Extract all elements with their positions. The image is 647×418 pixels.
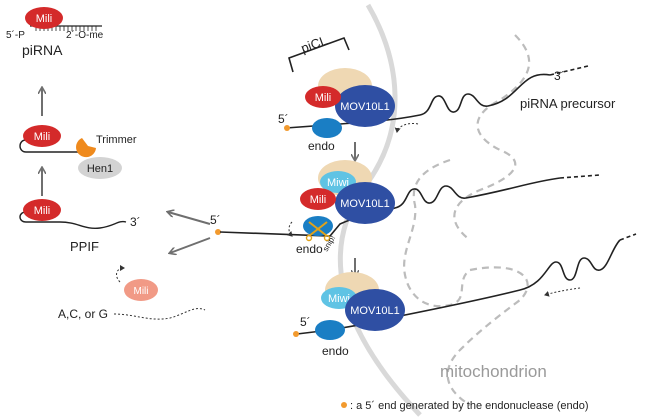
hen1-label: Hen1 (87, 163, 113, 175)
endo-label-3: endo (322, 344, 349, 358)
loading-dotted-arrow (116, 265, 125, 283)
trimmer-label: Trimmer (96, 134, 137, 146)
intermediate-strand (19, 139, 86, 153)
orange-dot-icon (341, 402, 347, 408)
orange-dot-icon (293, 331, 299, 337)
endo-protein-3 (315, 320, 345, 340)
translocation-dotted-arrow-3 (544, 287, 581, 297)
mili-protein-free (124, 279, 158, 301)
orange-dot-icon (284, 125, 290, 131)
five-prime-label-3: 5´ (300, 315, 311, 329)
precursor-strand-1 (285, 73, 551, 129)
mili-label-mid: Mili (34, 131, 51, 143)
arrow-to-ppif (168, 212, 211, 225)
picl-label: piCL (299, 33, 329, 56)
orange-dot-icon (215, 229, 221, 235)
mitochondrion-label: mitochondrion (440, 362, 547, 381)
ppif-three-prime: 3´ (130, 215, 141, 229)
mili-label-stage2: Mili (310, 194, 327, 206)
mov10l1-label-2: MOV10L1 (340, 198, 390, 210)
mov10l1-protein-1 (335, 85, 395, 127)
acg-label: A,C, or G (58, 307, 108, 321)
endo-protein-1 (312, 118, 342, 138)
mili-label-ppif: Mili (34, 205, 51, 217)
precursor-strand-3-dashed (619, 233, 637, 241)
snip-label: snip! (321, 234, 337, 253)
pirna-label: piRNA (22, 42, 63, 58)
endo-protein-2 (303, 216, 333, 236)
mitochondrial-cristae (403, 34, 531, 406)
translocation-dotted-arrow-1 (394, 123, 419, 133)
mili-label-free: Mili (134, 286, 149, 297)
mili-protein-mid (23, 125, 61, 147)
translocation-dotted-arrow-2 (287, 221, 293, 237)
mov10l1-label-3: MOV10L1 (350, 305, 400, 317)
five-prime-label-1: 5´ (278, 112, 289, 126)
mili-label-stage1: Mili (315, 92, 332, 104)
precursor-three-prime: 3´ (554, 69, 565, 83)
five-p-label: 5´-P (6, 29, 25, 41)
ppif-label: PPIF (70, 239, 99, 254)
acg-dotted-line (113, 308, 206, 320)
ppif-strand (19, 211, 127, 230)
mov10l1-protein-3 (345, 289, 405, 331)
trimmer-icon (76, 138, 96, 158)
mili-protein-top (25, 7, 63, 29)
cleaved-five-prime-label: 5´ (210, 213, 221, 227)
mili-protein-stage2 (300, 188, 336, 210)
two-o-me-label: 2´-O-me (66, 29, 104, 41)
endo-label-1: endo (308, 139, 335, 153)
endo-label-2: endo (296, 242, 323, 256)
miwi-label-3: Miwi (328, 293, 350, 305)
mov10l1-protein-2 (335, 182, 395, 224)
footnote: : a 5´ end generated by the endonuclease… (350, 400, 589, 412)
precursor-strand-2-dashed (559, 174, 601, 179)
mili-label-top: Mili (36, 13, 53, 25)
mili-protein-ppif (23, 199, 61, 221)
mov10l1-label-1: MOV10L1 (340, 101, 390, 113)
miwi-label-2: Miwi (327, 177, 349, 189)
picl-bracket (288, 36, 350, 73)
mili-protein-stage1 (305, 86, 341, 108)
pirna-precursor-label: piRNA precursor (520, 96, 616, 111)
hen1-protein (78, 157, 122, 179)
arrow-to-free-mili (170, 237, 211, 253)
scissors-icon (305, 221, 331, 242)
